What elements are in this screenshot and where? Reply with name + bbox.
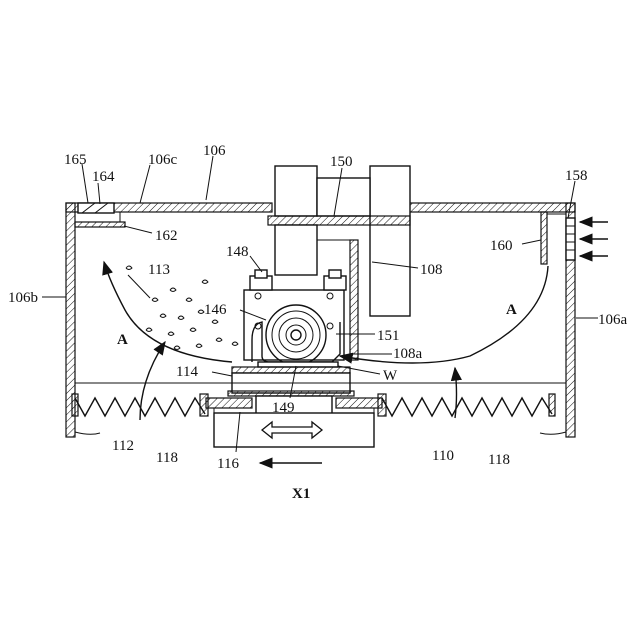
- base-top-right: [336, 398, 382, 408]
- column-center: [317, 178, 370, 216]
- column-left-block: [275, 166, 317, 216]
- label-110: 110: [432, 448, 454, 464]
- column-lower: [275, 225, 317, 275]
- column-right-block: [370, 166, 410, 316]
- mount-plate-150: [268, 216, 410, 225]
- label-112: 112: [112, 438, 134, 454]
- label-118-right: 118: [488, 452, 510, 468]
- label-A-left: A: [117, 332, 128, 348]
- label-106b: 106b: [8, 290, 38, 306]
- chuck-114: [232, 367, 350, 373]
- bellows-right: [382, 398, 552, 416]
- intake-louver: [566, 218, 575, 260]
- floor-right: [540, 432, 566, 434]
- label-148: 148: [226, 244, 249, 260]
- spindle-unit: [244, 270, 346, 367]
- motor-146-hub: [291, 330, 301, 340]
- label-160: 160: [490, 238, 513, 254]
- bellows-right-cap: [378, 394, 386, 416]
- label-X1: X1: [292, 486, 310, 502]
- intake-port: [541, 212, 608, 264]
- floor-left: [75, 432, 100, 434]
- arm-108a: [350, 240, 358, 360]
- label-116: 116: [217, 456, 239, 472]
- label-149: 149: [272, 400, 295, 416]
- label-106c: 106c: [148, 152, 178, 168]
- label-146: 146: [204, 302, 227, 318]
- label-164: 164: [92, 169, 115, 185]
- bolt-right: [329, 270, 341, 278]
- label-151: 151: [377, 328, 400, 344]
- label-106a: 106a: [598, 312, 628, 328]
- bellows-left-end: [72, 394, 78, 416]
- label-150: 150: [330, 154, 353, 170]
- label-118-left: 118: [156, 450, 178, 466]
- base-top-left: [206, 398, 252, 408]
- label-A-right: A: [506, 302, 517, 318]
- label-108a: 108a: [393, 346, 423, 362]
- label-165: 165: [64, 152, 87, 168]
- label-108: 108: [420, 262, 443, 278]
- label-W: W: [383, 368, 398, 384]
- bellows-right-end: [549, 394, 555, 416]
- label-158: 158: [565, 168, 588, 184]
- top-wall-right: [408, 203, 575, 212]
- label-106: 106: [203, 143, 226, 159]
- baffle-160: [541, 212, 547, 264]
- label-113: 113: [148, 262, 170, 278]
- label-114: 114: [176, 364, 198, 380]
- label-162: 162: [155, 228, 178, 244]
- workpiece-W: [258, 362, 338, 367]
- flow-up-arrow-110: [455, 368, 457, 418]
- baffle-162: [75, 222, 125, 227]
- bellows-left-cap: [200, 394, 208, 416]
